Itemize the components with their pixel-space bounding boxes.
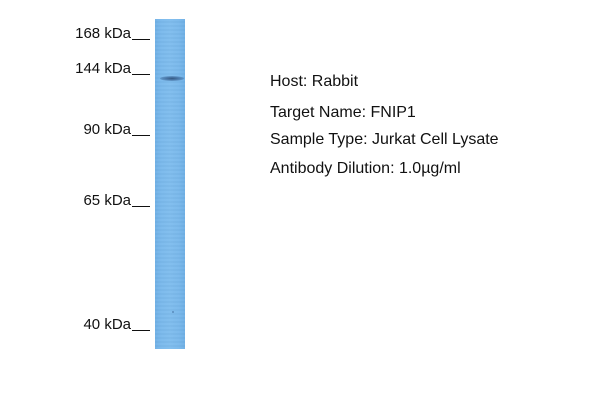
marker-168: 168 kDa [40,25,150,43]
info-target: Target Name: FNIP1 [270,104,416,121]
marker-tick [132,330,150,331]
marker-tick [132,74,150,75]
marker-65: 65 kDa [40,192,150,210]
marker-tick [132,39,150,40]
protein-band [160,76,184,81]
marker-label: 168 kDa [75,25,131,42]
lane-speck [172,311,174,313]
marker-label: 144 kDa [75,60,131,77]
marker-40: 40 kDa [40,316,150,334]
info-sample: Sample Type: Jurkat Cell Lysate [270,131,499,148]
marker-label: 90 kDa [83,121,131,138]
marker-label: 40 kDa [83,316,131,333]
blot-lane [155,19,185,349]
info-host: Host: Rabbit [270,73,359,90]
marker-90: 90 kDa [40,121,150,139]
marker-tick [132,206,150,207]
marker-tick [132,135,150,136]
marker-144: 144 kDa [40,60,150,78]
marker-label: 65 kDa [83,192,131,209]
info-dilution: Antibody Dilution: 1.0µg/ml [270,160,461,177]
